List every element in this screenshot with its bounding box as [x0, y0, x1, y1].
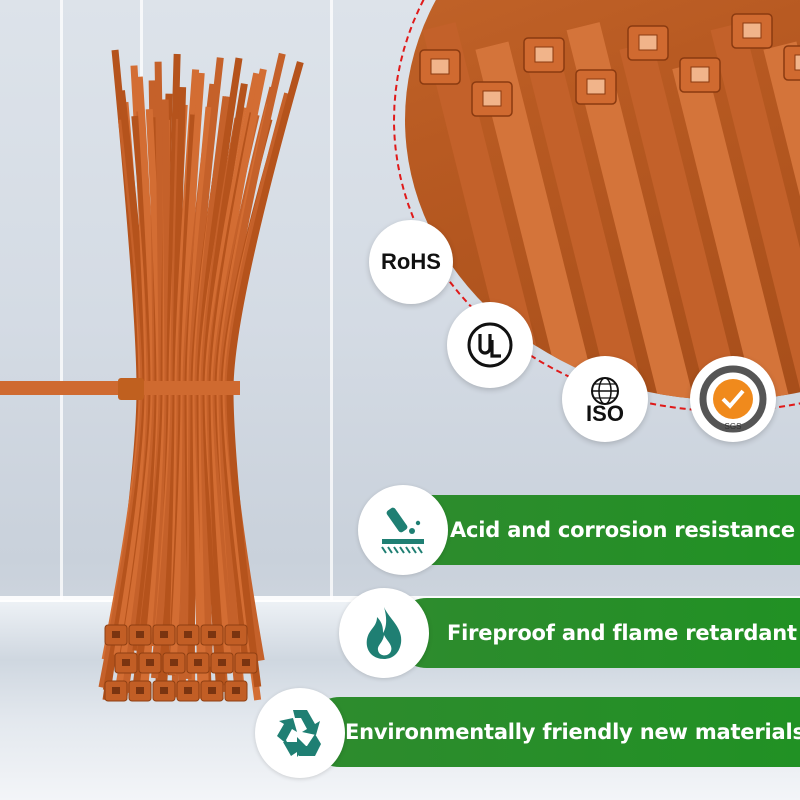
recycle-icon [255, 688, 345, 778]
cable-tie-slot [122, 659, 130, 666]
svg-text:ISO: ISO [586, 401, 624, 426]
cable-tie-slot [112, 631, 120, 638]
flask-acid-icon [358, 485, 448, 575]
iso-badge: ISO [562, 356, 648, 442]
sgs-badge: SGS [690, 356, 776, 442]
cable-tie-bundle-image [0, 49, 304, 702]
feature-label: Fireproof and flame retardant [447, 621, 797, 645]
feature-acid-resistance: Acid and corrosion resistance [392, 495, 800, 565]
feature-fireproof: Fireproof and flame retardant [392, 598, 800, 668]
cable-tie-slot [218, 659, 226, 666]
cable-tie-slot [160, 631, 168, 638]
cable-tie-slot [232, 631, 240, 638]
cable-tie-slot [184, 631, 192, 638]
rohs-label: RoHS [381, 249, 441, 274]
cable-tie-slot [112, 687, 120, 694]
rohs-badge: RoHS [369, 220, 453, 304]
feature-label: Acid and corrosion resistance [450, 518, 795, 542]
sgs-seal-icon: SGS [699, 365, 767, 433]
cable-tie-slot [146, 659, 154, 666]
iso-logo-icon: ISO [586, 377, 624, 426]
cable-tie-slot [170, 659, 178, 666]
feature-eco-materials: Environmentally friendly new materials [305, 697, 800, 767]
binding-tie-head [118, 378, 144, 400]
cable-tie-slot [184, 687, 192, 694]
cable-tie-slot [208, 631, 216, 638]
cable-tie-slot [242, 659, 250, 666]
ul-badge [447, 302, 533, 388]
cable-tie-slot [232, 687, 240, 694]
svg-text:SGS: SGS [725, 422, 742, 431]
cable-tie-slot [208, 687, 216, 694]
ul-logo-icon [467, 322, 513, 368]
cable-tie-slot [160, 687, 168, 694]
cable-tie-slot [136, 687, 144, 694]
flame-icon [339, 588, 429, 678]
cable-tie-slot [194, 659, 202, 666]
cable-tie-slot [136, 631, 144, 638]
feature-label: Environmentally friendly new materials [345, 720, 800, 744]
background-panel-line [330, 0, 333, 600]
background-panel-line [60, 0, 63, 600]
